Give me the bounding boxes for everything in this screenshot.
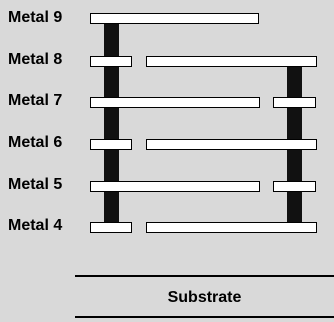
metal-8-segment-left: [90, 56, 132, 67]
substrate-label: Substrate: [167, 289, 242, 306]
layer-label-metal-6: Metal 6: [8, 134, 63, 151]
layer-label-metal-4: Metal 4: [8, 217, 63, 234]
metal-9-line: [90, 13, 259, 24]
layer-label-metal-8: Metal 8: [8, 51, 63, 68]
metal-7-segment-right: [273, 97, 316, 108]
metal-6-segment-left: [90, 139, 132, 150]
metal-5-segment-right: [273, 181, 316, 192]
metal-5-segment-left: [90, 181, 260, 192]
metal-4-segment-right: [146, 222, 317, 233]
layer-label-metal-7: Metal 7: [8, 92, 63, 109]
via-stack-left: [104, 24, 119, 230]
layer-label-metal-5: Metal 5: [8, 176, 63, 193]
metal-7-segment-left: [90, 97, 260, 108]
metal-8-segment-right: [146, 56, 317, 67]
substrate-bottom-rule: [75, 316, 334, 318]
metal-4-segment-left: [90, 222, 132, 233]
layer-label-metal-9: Metal 9: [8, 9, 63, 26]
substrate-top-rule: [75, 275, 334, 277]
metal-6-segment-right: [146, 139, 317, 150]
